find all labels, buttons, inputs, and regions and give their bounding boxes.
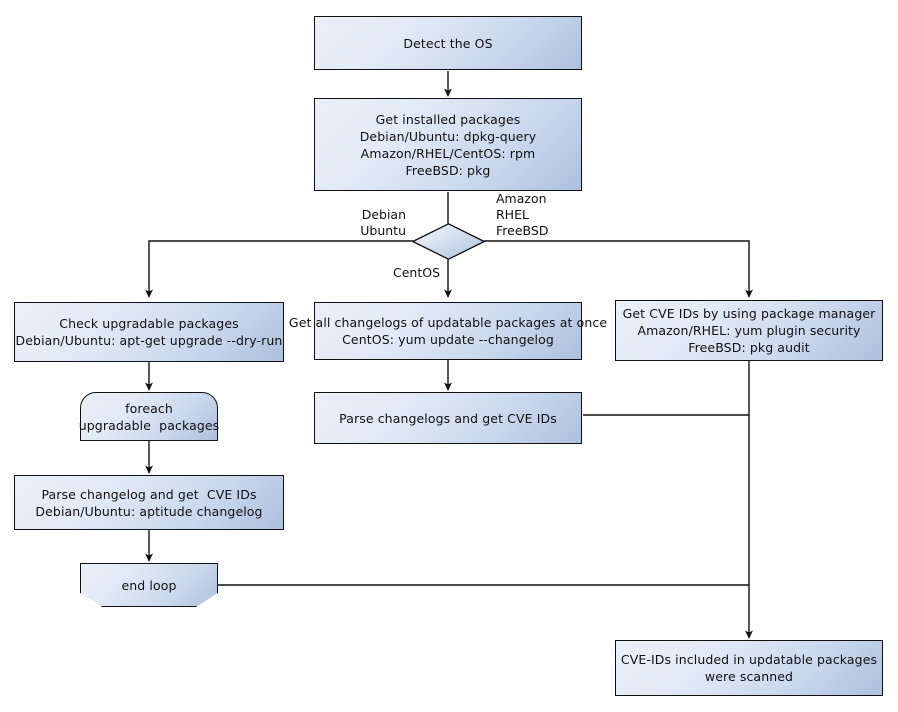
- node-get-cve-pkgmgr-line3: FreeBSD: pkg audit: [688, 340, 810, 355]
- edge-label-debian-ubuntu: Debian Ubuntu: [360, 207, 406, 238]
- node-get-cve-ids-package-manager[interactable]: Get CVE IDs by using package manager Ama…: [615, 300, 883, 361]
- node-foreach-loop-start[interactable]: foreach upgradable packages: [78, 392, 220, 441]
- node-get-installed-line4: FreeBSD: pkg: [405, 162, 491, 178]
- node-check-upgradable-packages[interactable]: Check upgradable packages Debian/Ubuntu:…: [14, 302, 284, 362]
- node-parse-changelog-single[interactable]: Parse changelog and get CVE IDs Debian/U…: [14, 475, 284, 530]
- node-end-loop[interactable]: end loop: [80, 563, 218, 607]
- node-scan-result-line2: were scanned: [704, 669, 794, 684]
- node-scan-result[interactable]: CVE-IDs included in updatable packages w…: [615, 640, 883, 696]
- node-parse-changelog-line1: Parse changelog and get CVE IDs: [41, 486, 257, 502]
- node-get-cve-pkgmgr-line2: Amazon/RHEL: yum plugin security: [637, 323, 861, 338]
- node-scan-result-line1: CVE-IDs included in updatable packages: [620, 652, 878, 667]
- node-parse-changelog-line2: Debian/Ubuntu: aptitude changelog: [35, 503, 263, 519]
- node-get-all-changelogs-line2: CentOS: yum update --changelog: [342, 332, 554, 347]
- node-check-upgradable-line2: Debian/Ubuntu: apt-get upgrade --dry-run: [15, 333, 283, 348]
- node-parse-changelogs-multi[interactable]: Parse changelogs and get CVE IDs: [314, 392, 582, 444]
- edge-label-centos: CentOS: [392, 265, 440, 280]
- node-get-installed-line2: Debian/Ubuntu: dpkg-query: [359, 128, 537, 144]
- node-parse-changelogs-multi-label: Parse changelogs and get CVE IDs: [339, 410, 557, 426]
- node-check-upgradable-line1: Check upgradable packages: [59, 316, 239, 331]
- node-foreach-line2: upgradable packages: [78, 417, 220, 433]
- edge-decision-amazon: [484, 240, 753, 298]
- node-get-installed-packages[interactable]: Get installed packages Debian/Ubuntu: dp…: [314, 98, 582, 191]
- node-get-installed-line3: Amazon/RHEL/CentOS: rpm: [360, 145, 536, 161]
- node-os-decision[interactable]: [411, 223, 486, 260]
- node-end-loop-label: end loop: [121, 577, 177, 593]
- edge-label-amazon-rhel-freebsd: Amazon RHEL FreeBSD: [496, 191, 549, 238]
- node-get-cve-pkgmgr-line1: Get CVE IDs by using package manager: [622, 306, 876, 321]
- node-get-all-changelogs[interactable]: Get all changelogs of updatable packages…: [289, 302, 607, 360]
- node-foreach-line1: foreach: [125, 400, 173, 416]
- node-detect-os-label: Detect the OS: [403, 35, 493, 51]
- node-get-installed-line1: Get installed packages: [375, 111, 521, 127]
- node-get-all-changelogs-line1: Get all changelogs of updatable packages…: [288, 315, 608, 330]
- node-detect-os[interactable]: Detect the OS: [314, 16, 582, 70]
